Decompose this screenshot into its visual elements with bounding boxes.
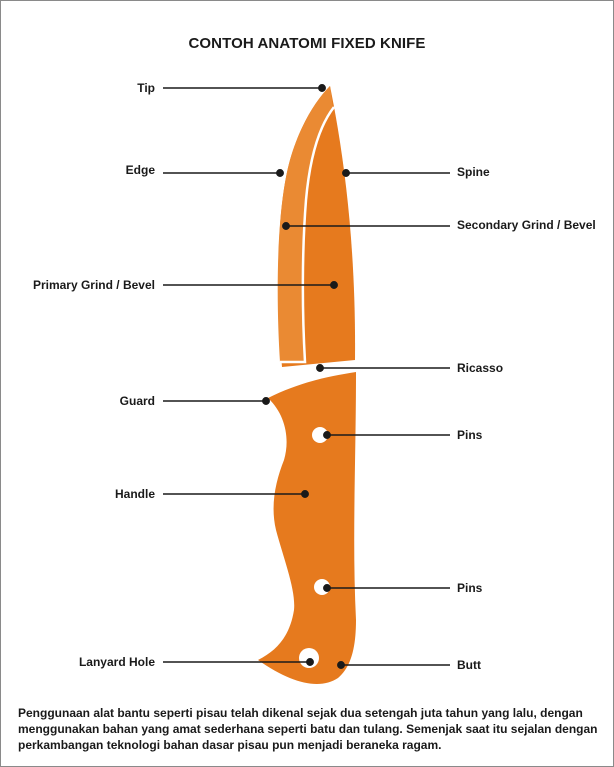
label-butt: Butt	[457, 658, 481, 672]
lanyard-hole	[299, 648, 319, 668]
label-pins-bottom: Pins	[457, 581, 483, 595]
label-lanyard-hole: Lanyard Hole	[78, 655, 155, 669]
pin-hole-top	[312, 427, 328, 443]
label-edge: Edge	[125, 163, 155, 177]
diagram-title: CONTOH ANATOMI FIXED KNIFE	[188, 35, 426, 52]
handle-shape	[258, 372, 356, 684]
label-spine: Spine	[457, 165, 490, 179]
description-paragraph: Penggunaan alat bantu seperti pisau tela…	[18, 706, 598, 752]
label-primary-grind: Primary Grind / Bevel	[32, 278, 155, 292]
secondary-bevel-shape	[277, 86, 333, 362]
label-ricasso: Ricasso	[457, 361, 504, 375]
leader-lines	[163, 84, 450, 669]
label-handle: Handle	[114, 487, 155, 501]
label-guard: Guard	[119, 394, 155, 408]
label-pins-top: Pins	[457, 428, 483, 442]
grind-line	[280, 106, 335, 364]
label-tip: Tip	[137, 81, 155, 95]
label-secondary-grind: Secondary Grind / Bevel	[457, 218, 596, 232]
